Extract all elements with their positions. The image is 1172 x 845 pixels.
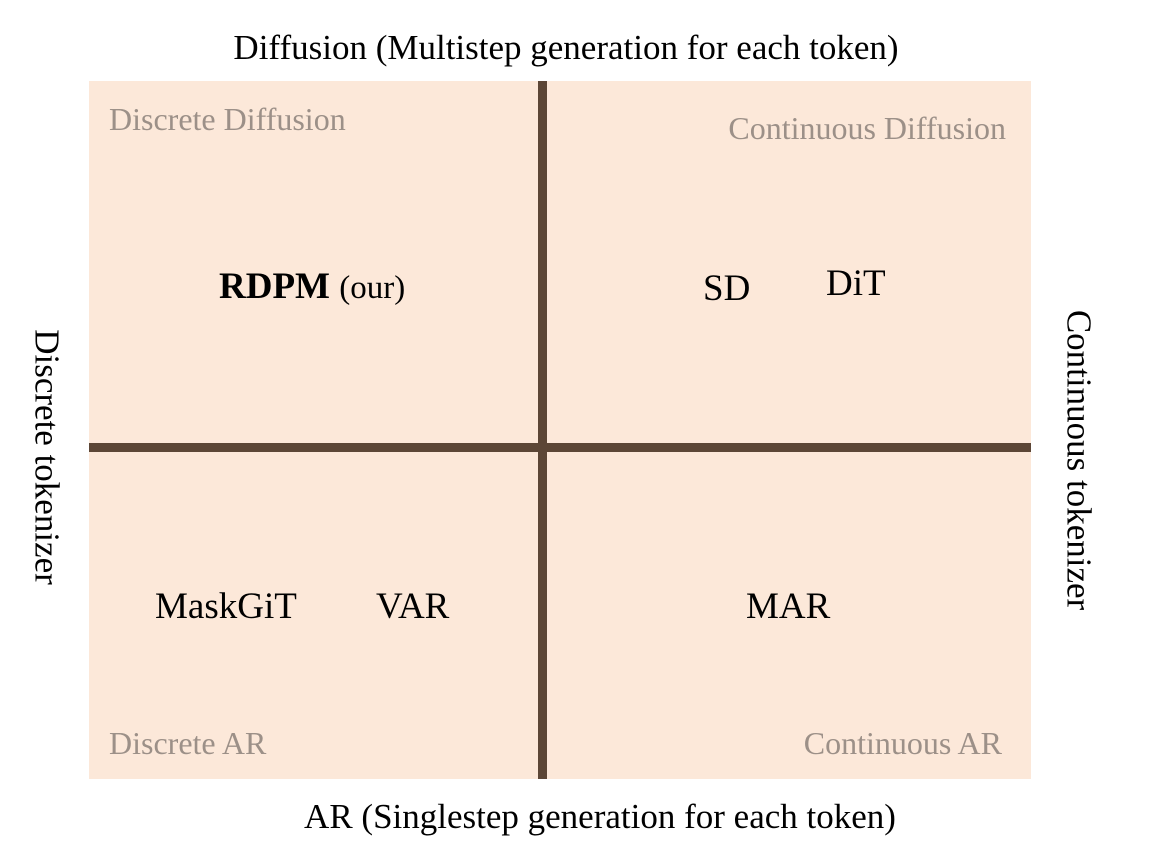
axis-label-diffusion: Diffusion (Multistep generation for each… xyxy=(233,28,899,67)
quadrant-panel xyxy=(89,81,1031,779)
model-rdpm: RDPM (our) xyxy=(219,268,405,305)
quadrant-label-continuous-ar: Continuous AR xyxy=(803,725,1002,761)
axis-label-discrete-tokenizer: Discrete tokenizer xyxy=(27,329,67,585)
model-rdpm-name: RDPM xyxy=(219,266,330,307)
model-rdpm-suffix: (our) xyxy=(339,270,406,306)
model-mar: MAR xyxy=(746,586,831,627)
model-sd: SD xyxy=(703,268,751,309)
axis-label-ar: AR (Singlestep generation for each token… xyxy=(304,797,896,836)
quadrant-label-continuous-diffusion: Continuous Diffusion xyxy=(728,110,1006,146)
model-maskgit: MaskGiT xyxy=(155,586,297,627)
quadrant-label-discrete-ar: Discrete AR xyxy=(109,725,267,761)
vertical-divider xyxy=(538,81,547,779)
quadrant-label-discrete-diffusion: Discrete Diffusion xyxy=(109,101,346,137)
model-dit: DiT xyxy=(826,263,886,304)
model-var: VAR xyxy=(376,586,450,627)
horizontal-divider xyxy=(89,443,1031,452)
axis-label-continuous-tokenizer: Continuous tokenizer xyxy=(1059,309,1099,611)
